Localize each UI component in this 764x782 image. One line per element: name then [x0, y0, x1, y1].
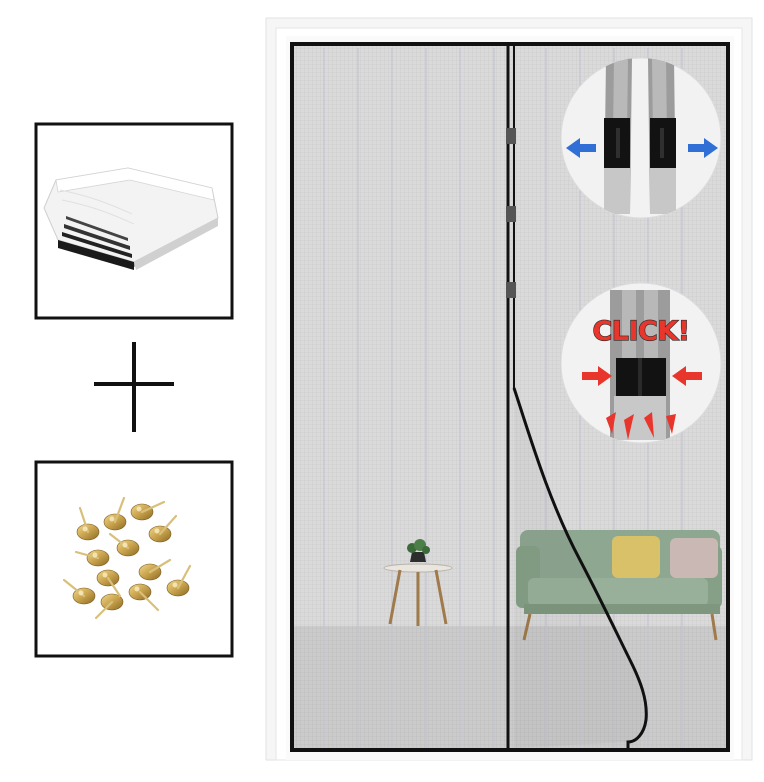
click-label: CLICK! — [592, 316, 689, 347]
open-callout — [560, 57, 722, 219]
sofa — [516, 530, 722, 641]
magnetic-strips-icon — [43, 167, 219, 270]
pushpins-icon — [62, 496, 192, 620]
plus-icon — [94, 342, 174, 432]
click-callout: CLICK! — [560, 282, 722, 444]
magnetic-screen — [290, 42, 730, 752]
magnetic-strips-panel — [34, 122, 234, 320]
side-table — [383, 539, 453, 626]
pushpins-panel — [34, 460, 234, 658]
open-arrows-icon — [566, 138, 718, 158]
close-arrows-icon — [582, 366, 702, 386]
